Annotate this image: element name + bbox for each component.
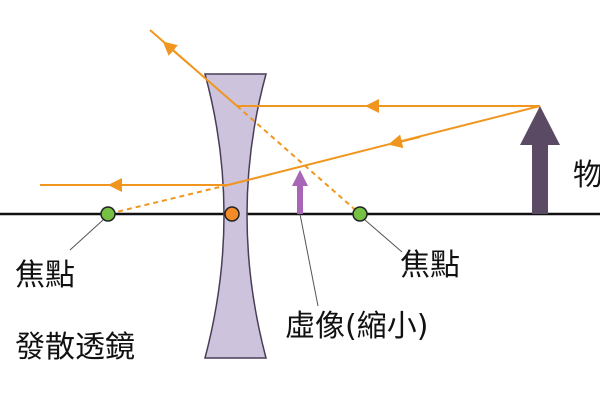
object-arrow-shaft	[532, 143, 548, 214]
right-focus-label: 焦點	[400, 248, 460, 283]
lens-center-point	[224, 206, 240, 222]
object-arrow-head	[520, 106, 560, 145]
object-label: 物	[573, 158, 600, 193]
ray-toward-focus-incoming	[227, 105, 541, 186]
right-focal-point	[352, 206, 368, 222]
ray-toward-focus-arrow	[388, 134, 421, 149]
image-arrow-head	[292, 170, 308, 186]
virtual-image-label: 虛像(縮小)	[285, 309, 428, 344]
ray-diverged-arrow	[162, 41, 191, 66]
ray-diverged-extension	[236, 105, 361, 215]
lens-label: 發散透鏡	[15, 330, 135, 365]
left-focus-label: 焦點	[15, 258, 75, 293]
leader-right-focus	[364, 219, 403, 253]
image-arrow-shaft	[297, 184, 303, 214]
ray-toward-focus-extension	[107, 184, 229, 215]
leader-left-focus	[69, 219, 104, 251]
left-focal-point	[100, 206, 116, 222]
ray-diverged-outgoing	[149, 29, 238, 107]
leader-virtual-image	[299, 213, 319, 307]
